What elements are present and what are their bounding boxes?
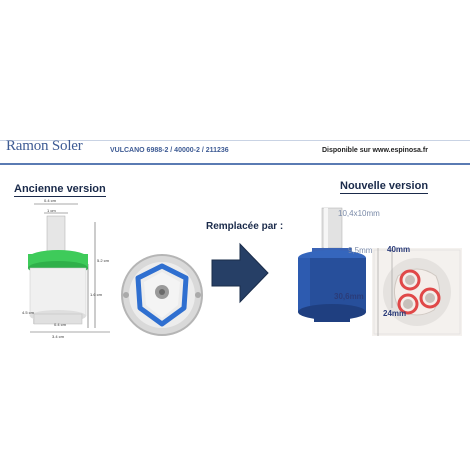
height-dimension: 30,6mm (334, 292, 364, 301)
new-version-title: Nouvelle version (340, 180, 429, 194)
arrow-right-icon (211, 242, 269, 304)
new-cartridge-bottom-image (372, 248, 462, 336)
step-dimension: 9,5mm (348, 246, 373, 255)
model-references: VULCANO 6988-2 / 40000-2 / 211236 (110, 147, 229, 154)
width-dimension: 40mm (387, 245, 411, 254)
bottom-dimension: 24mm (383, 309, 407, 318)
dim-label: 5.2 cm (97, 258, 110, 263)
replaced-by-label: Remplacée par : (206, 221, 284, 232)
old-cartridge-bottom-image (121, 254, 203, 336)
new-cartridge-image (298, 207, 366, 322)
brand-logo: Ramon Soler (6, 138, 83, 154)
header-bar (0, 140, 470, 165)
dim-label: 1.6 cm (90, 292, 103, 297)
availability-text: Disponible sur www.espinosa.fr (322, 147, 428, 154)
old-version-title: Ancienne version (14, 183, 106, 197)
stem-dimension: 10,4x10mm (338, 209, 380, 218)
dim-label: 0.4 cm (54, 322, 67, 327)
dim-label: 0.4 cm (44, 198, 57, 203)
old-cartridge-image (28, 203, 110, 333)
dim-label: 3.4 cm (52, 334, 65, 339)
dim-label: 1 cm (47, 208, 56, 213)
dim-label: 4.5 cm (22, 310, 35, 315)
